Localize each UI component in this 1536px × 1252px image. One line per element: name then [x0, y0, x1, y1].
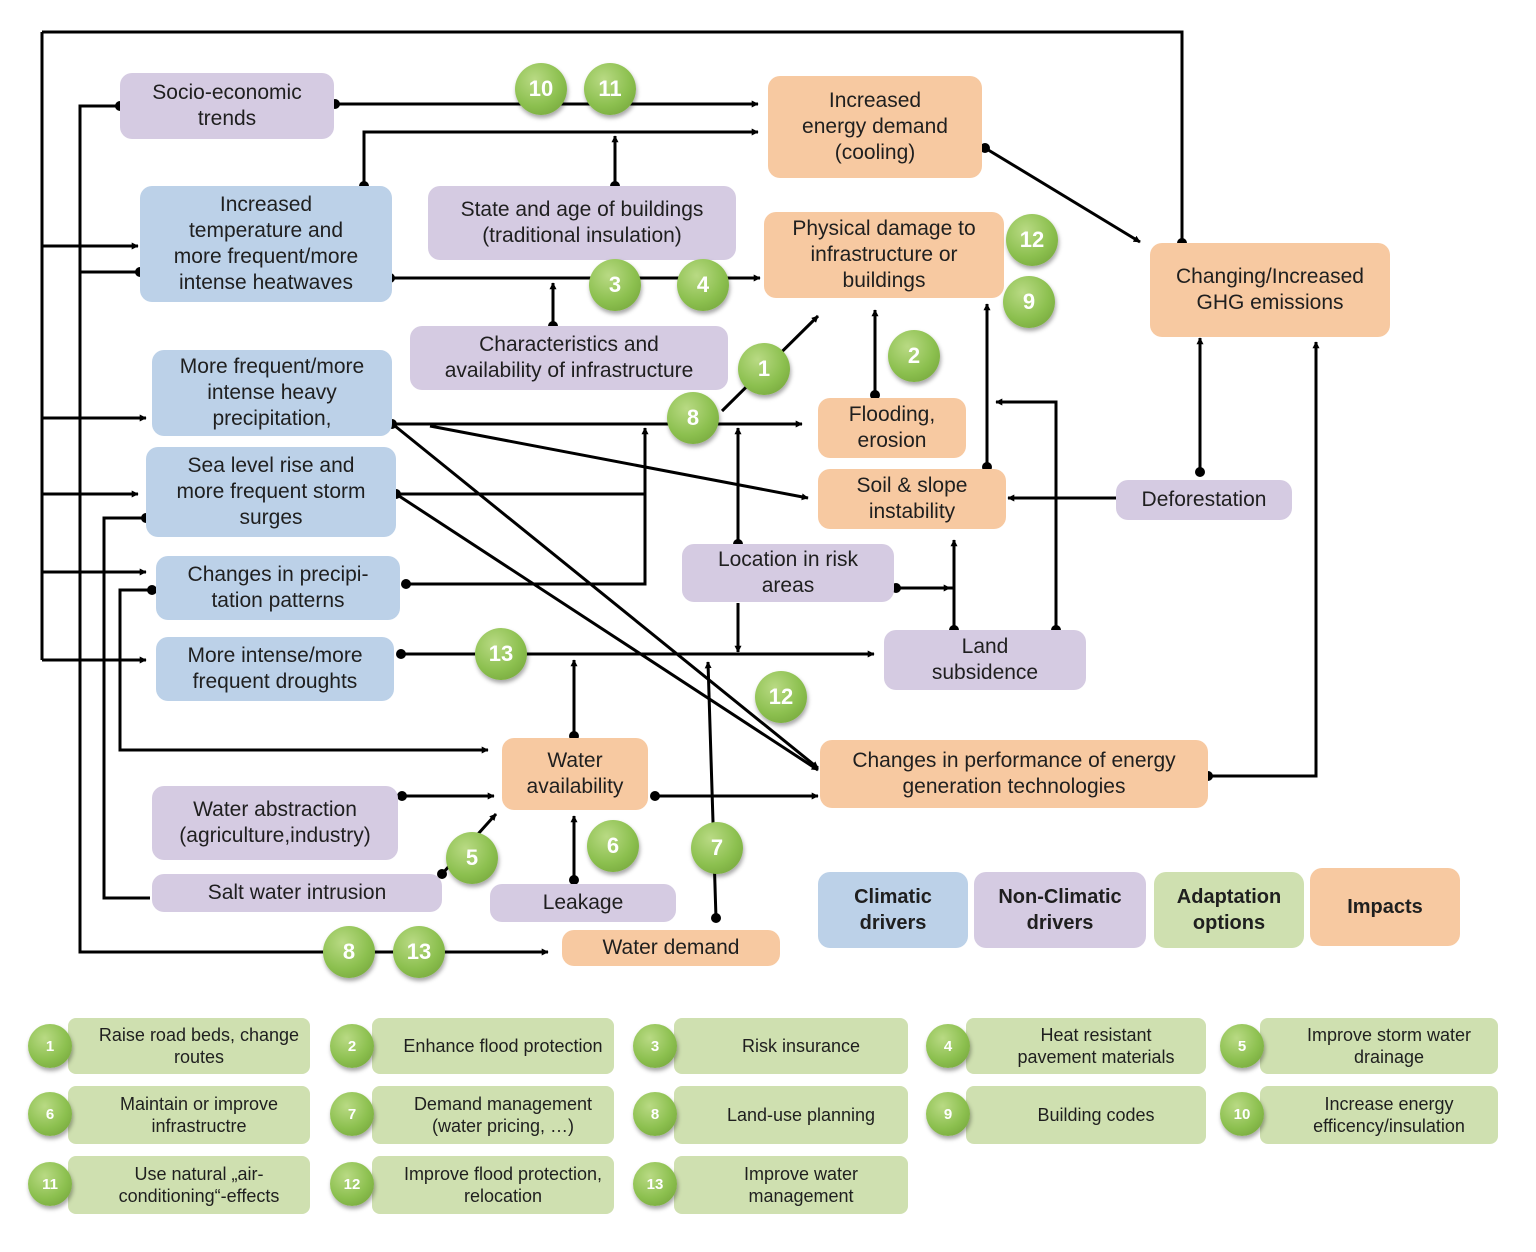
- node-energy-performance: Changes in performance of energy generat…: [820, 740, 1208, 808]
- node-droughts: More intense/more frequent droughts: [156, 637, 394, 701]
- option-risk-insurance: Risk insurance: [674, 1018, 908, 1074]
- adaptation-badge: 3: [589, 259, 641, 311]
- option-badge: 5: [1220, 1024, 1264, 1068]
- trunk-second: [78, 104, 549, 956]
- connector-dot: [870, 390, 880, 400]
- node-ghg-emissions: Changing/Increased GHG emissions: [1150, 243, 1390, 337]
- node-infrastructure: Characteristics and availability of infr…: [410, 326, 728, 390]
- option-badge: 10: [1220, 1092, 1264, 1136]
- connector-dot: [401, 579, 411, 589]
- node-water-demand: Water demand: [562, 930, 780, 966]
- node-heavy-precipitation: More frequent/more intense heavy precipi…: [152, 350, 392, 436]
- option-building-codes: Building codes: [966, 1086, 1206, 1144]
- node-socio-economic-trends: Socio-economic trends: [120, 73, 334, 139]
- option-badge: 2: [330, 1024, 374, 1068]
- option-badge: 11: [28, 1162, 72, 1206]
- connector-precipitation-to-performance: [394, 424, 819, 770]
- option-maintain-infrastructure: Maintain or improve infrastructre: [68, 1086, 310, 1144]
- adaptation-badge: 13: [475, 628, 527, 680]
- node-water-availability: Water availability: [502, 738, 648, 810]
- option-natural-air-conditioning: Use natural „air- conditioning“-effects: [68, 1156, 310, 1214]
- connector-dot: [1195, 467, 1205, 477]
- connector-precippatterns-up: [406, 494, 647, 586]
- connector-performance-to-ghg: [1208, 341, 1320, 778]
- option-badge: 13: [633, 1162, 677, 1206]
- node-salt-water-intrusion: Salt water intrusion: [152, 874, 442, 912]
- connector-sealevel-to-performance: [395, 492, 819, 772]
- option-demand-management: Demand management (water pricing, …): [372, 1086, 614, 1144]
- node-precipitation-patterns: Changes in precipi- tation patterns: [156, 556, 400, 620]
- option-badge: 3: [633, 1024, 677, 1068]
- option-badge: 1: [28, 1024, 72, 1068]
- adaptation-badge: 9: [1003, 276, 1055, 328]
- option-heat-resistant-pavement: Heat resistant pavement materials: [966, 1018, 1206, 1074]
- option-storm-water-drainage: Improve storm water drainage: [1260, 1018, 1498, 1074]
- adaptation-badge: 12: [1006, 214, 1058, 266]
- adaptation-badge: 5: [446, 832, 498, 884]
- option-land-use-planning: Land-use planning: [674, 1086, 908, 1144]
- connector-dot: [397, 791, 407, 801]
- adaptation-badge: 12: [755, 671, 807, 723]
- connector-subsidence-loop: [995, 398, 1058, 630]
- adaptation-badge: 4: [677, 259, 729, 311]
- node-state-of-buildings: State and age of buildings (traditional …: [428, 186, 736, 260]
- option-flood-protection-relocation: Improve flood protection, relocation: [372, 1156, 614, 1214]
- adaptation-badge: 1: [738, 343, 790, 395]
- node-increased-energy-demand: Increased energy demand (cooling): [768, 76, 982, 178]
- adaptation-badge: 7: [691, 822, 743, 874]
- node-land-subsidence: Land subsidence: [884, 630, 1086, 690]
- option-badge: 4: [926, 1024, 970, 1068]
- adaptation-badge: 8: [667, 392, 719, 444]
- node-water-abstraction: Water abstraction (agriculture,industry): [152, 786, 398, 860]
- connector-demand-up: [704, 661, 718, 919]
- legend-adaptation-options: Adaptation options: [1154, 872, 1304, 948]
- option-badge: 8: [633, 1092, 677, 1136]
- node-soil-slope-instability: Soil & slope instability: [818, 469, 1006, 529]
- connector-precipitation-to-soil: [429, 424, 809, 501]
- option-energy-efficiency: Increase energy efficency/insulation: [1260, 1086, 1498, 1144]
- legend-impacts: Impacts: [1310, 868, 1460, 946]
- connector-dot: [980, 143, 990, 153]
- connector-sealevel-to-salt: [102, 516, 150, 900]
- option-badge: 9: [926, 1092, 970, 1136]
- connector-ghg-feedback: [42, 30, 1184, 243]
- adaptation-badge: 8: [323, 926, 375, 978]
- adaptation-badge: 2: [888, 330, 940, 382]
- option-raise-road-beds: Raise road beds, change routes: [68, 1018, 310, 1074]
- node-deforestation: Deforestation: [1116, 480, 1292, 520]
- node-leakage: Leakage: [490, 884, 676, 922]
- connector-dot: [569, 875, 579, 885]
- node-increased-temperature: Increased temperature and more frequent/…: [140, 186, 392, 302]
- node-sea-level-rise: Sea level rise and more frequent storm s…: [146, 447, 396, 537]
- connector-precippatterns-to-water: [118, 588, 489, 754]
- adaptation-badge: 13: [393, 926, 445, 978]
- connector-dot: [437, 869, 447, 879]
- node-location-risk-areas: Location in risk areas: [682, 544, 894, 602]
- connector-dot: [147, 585, 157, 595]
- node-flooding-erosion: Flooding, erosion: [818, 398, 966, 458]
- option-badge: 6: [28, 1092, 72, 1136]
- connector-dot: [396, 649, 406, 659]
- legend-non-climatic-drivers: Non-Climatic drivers: [974, 872, 1146, 948]
- option-water-management: Improve water management: [674, 1156, 908, 1214]
- connector-dot: [650, 791, 660, 801]
- connector-dot: [711, 913, 721, 923]
- option-badge: 7: [330, 1092, 374, 1136]
- legend-climatic-drivers: Climatic drivers: [818, 872, 968, 948]
- option-badge: 12: [330, 1162, 374, 1206]
- adaptation-badge: 11: [584, 63, 636, 115]
- adaptation-badge: 6: [587, 820, 639, 872]
- connector-temperature-to-energy: [362, 128, 759, 186]
- option-enhance-flood-protection: Enhance flood protection: [372, 1018, 614, 1074]
- node-physical-damage: Physical damage to infrastructure or bui…: [764, 212, 1004, 298]
- connector-energy-to-ghg: [984, 146, 1141, 244]
- adaptation-badge: 10: [515, 63, 567, 115]
